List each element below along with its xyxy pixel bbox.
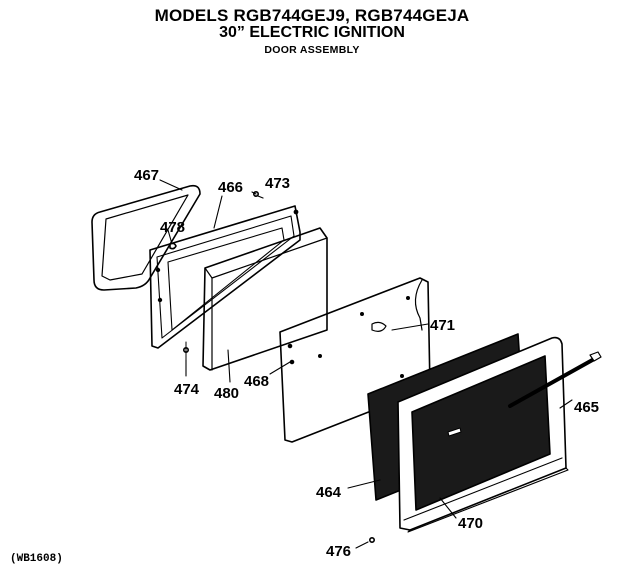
label-468: 468	[244, 373, 269, 390]
part-465-handle	[508, 351, 602, 408]
drawing-code: (WB1608)	[10, 553, 63, 565]
part-480-door-liner	[202, 227, 328, 371]
label-471: 471	[430, 317, 455, 334]
part-478-clip	[169, 242, 177, 250]
label-478: 478	[160, 219, 185, 236]
label-464: 464	[316, 484, 342, 501]
label-467: 467	[134, 167, 159, 184]
label-476: 476	[326, 543, 351, 560]
section-title: DOOR ASSEMBLY	[264, 44, 360, 56]
label-480: 480	[214, 385, 239, 402]
label-466: 466	[218, 179, 243, 196]
leader-lines	[159, 179, 573, 549]
part-473-screw	[253, 191, 264, 199]
diagram-title: MODELS RGB744GEJ9, RGB744GEJA	[154, 6, 470, 25]
part-467-gasket	[91, 184, 201, 291]
diagram-subtitle: 30” ELECTRIC IGNITION	[219, 24, 405, 41]
part-470-outer-door	[397, 336, 569, 533]
part-476-screw	[368, 536, 375, 543]
label-465: 465	[574, 399, 599, 416]
label-474: 474	[174, 381, 200, 398]
label-470: 470	[458, 515, 483, 532]
part-474-screw	[183, 341, 190, 361]
part-466-inner-frame	[149, 205, 301, 349]
label-473: 473	[265, 175, 290, 192]
